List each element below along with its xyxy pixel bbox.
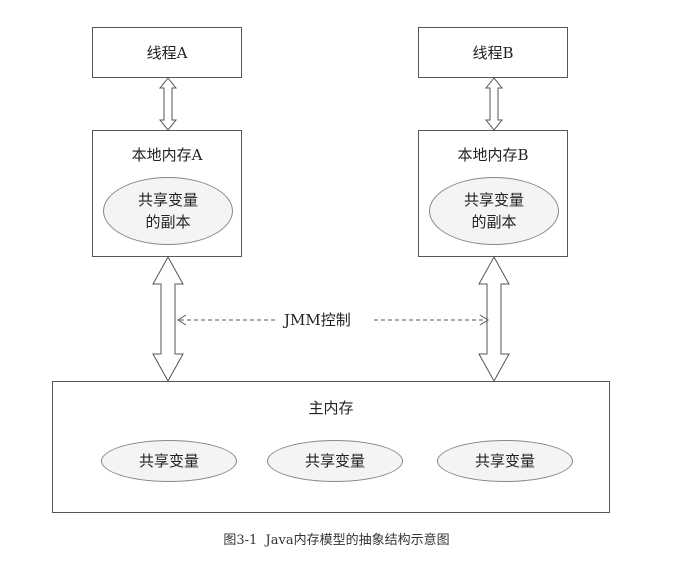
local-b-copy-line1: 共享变量	[463, 191, 524, 209]
local-a-shared-copy: 共享变量 的副本	[103, 177, 233, 245]
thread-a-label: 线程A	[146, 44, 188, 62]
thread-b-label: 线程B	[472, 44, 514, 62]
jmm-arrowhead-right	[479, 314, 489, 326]
jmm-arrowhead-left	[177, 314, 187, 326]
local-memory-a-label: 本地内存A	[131, 146, 203, 164]
local-a-copy-line1: 共享变量	[137, 191, 198, 209]
local-a-copy-line2: 的副本	[145, 213, 191, 231]
figure-caption: 图3-1 Java内存模型的抽象结构示意图	[223, 533, 450, 548]
main-shared-var-1: 共享变量	[101, 440, 237, 482]
local-memory-b-box: 本地内存B 共享变量 的副本	[418, 130, 568, 257]
main-memory-box: 主内存 共享变量 共享变量 共享变量	[52, 381, 610, 513]
jmm-control-label: JMM控制	[282, 310, 353, 330]
main-shared-var-2-label: 共享变量	[304, 452, 365, 470]
arrow-thread-b-local-b	[484, 77, 504, 131]
arrow-thread-a-local-a	[158, 77, 178, 131]
main-memory-label: 主内存	[308, 399, 354, 417]
thread-a-box: 线程A	[92, 27, 242, 78]
main-shared-var-1-label: 共享变量	[138, 452, 199, 470]
main-shared-var-3: 共享变量	[437, 440, 573, 482]
arrow-local-b-main	[478, 255, 510, 383]
local-b-shared-copy: 共享变量 的副本	[429, 177, 559, 245]
local-memory-b-label: 本地内存B	[457, 146, 529, 164]
local-b-copy-line2: 的副本	[471, 213, 517, 231]
main-shared-var-3-label: 共享变量	[474, 452, 535, 470]
main-shared-var-2: 共享变量	[267, 440, 403, 482]
arrow-local-a-main	[152, 255, 184, 383]
thread-b-box: 线程B	[418, 27, 568, 78]
local-memory-a-box: 本地内存A 共享变量 的副本	[92, 130, 242, 257]
